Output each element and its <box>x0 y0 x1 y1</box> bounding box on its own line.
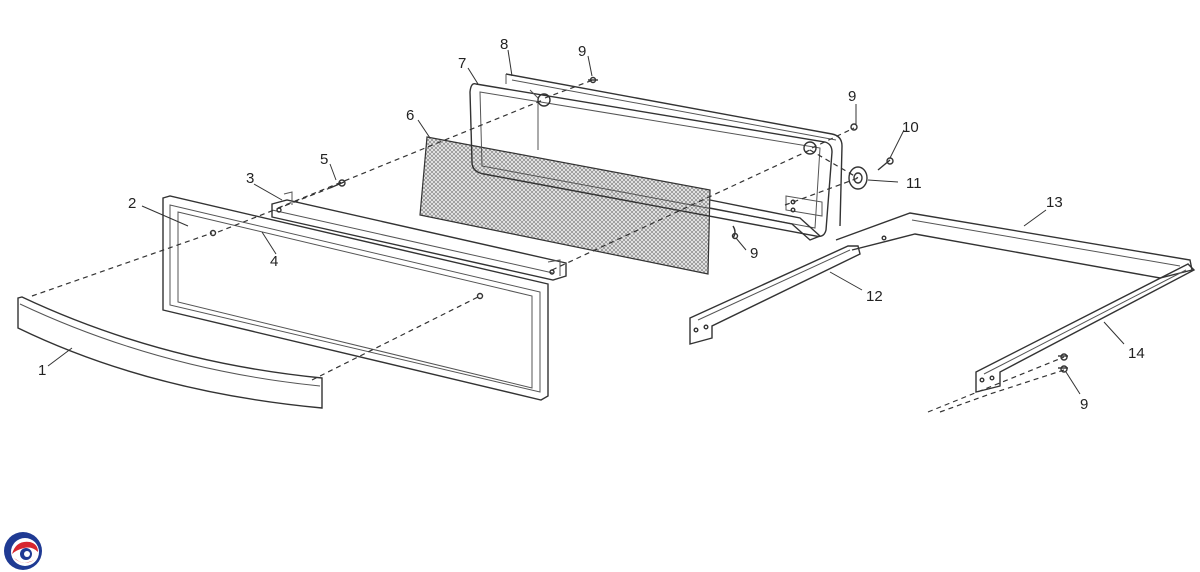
part-9-screws-bottom <box>1058 353 1068 373</box>
callout-3: 3 <box>246 170 254 187</box>
part-3-mounting-bracket <box>271 191 567 281</box>
part-9-screw-mid <box>731 225 739 240</box>
part-10-bolt <box>877 157 894 171</box>
callout-9-mid: 9 <box>750 245 758 262</box>
callout-9-bottom: 9 <box>1080 396 1088 413</box>
callout-13: 13 <box>1046 194 1063 211</box>
callout-9-top: 9 <box>578 43 586 60</box>
callout-8: 8 <box>500 36 508 53</box>
part-7-frame <box>469 82 833 238</box>
part-9-screw-top <box>588 76 598 84</box>
callout-labels: 1 2 3 4 5 6 7 8 9 9 9 9 10 11 12 13 14 <box>38 36 1145 413</box>
part-14-right-rail <box>975 263 1196 393</box>
callout-2: 2 <box>128 195 136 212</box>
callout-11: 11 <box>906 175 922 192</box>
part-6-mesh-filter <box>419 136 711 275</box>
brand-swirl-icon <box>4 532 42 570</box>
side-bracket <box>709 195 823 241</box>
part-12-left-rail <box>689 235 887 345</box>
callout-12: 12 <box>866 288 883 305</box>
part-13-rail-crossbar <box>835 212 1193 279</box>
callout-4: 4 <box>270 253 278 270</box>
part-2-drawer-panel <box>162 195 549 401</box>
callout-1: 1 <box>38 362 46 379</box>
callout-6: 6 <box>406 107 414 124</box>
callout-5: 5 <box>320 151 328 168</box>
part-1-front-trim <box>17 296 323 409</box>
callout-7: 7 <box>458 55 466 72</box>
callout-14: 14 <box>1128 345 1145 362</box>
leader-lines <box>47 49 1125 395</box>
part-9-screw-right <box>850 123 858 131</box>
callout-10: 10 <box>902 119 919 136</box>
assembly-dashed-lines <box>31 79 1065 413</box>
callout-9-right: 9 <box>848 88 856 105</box>
